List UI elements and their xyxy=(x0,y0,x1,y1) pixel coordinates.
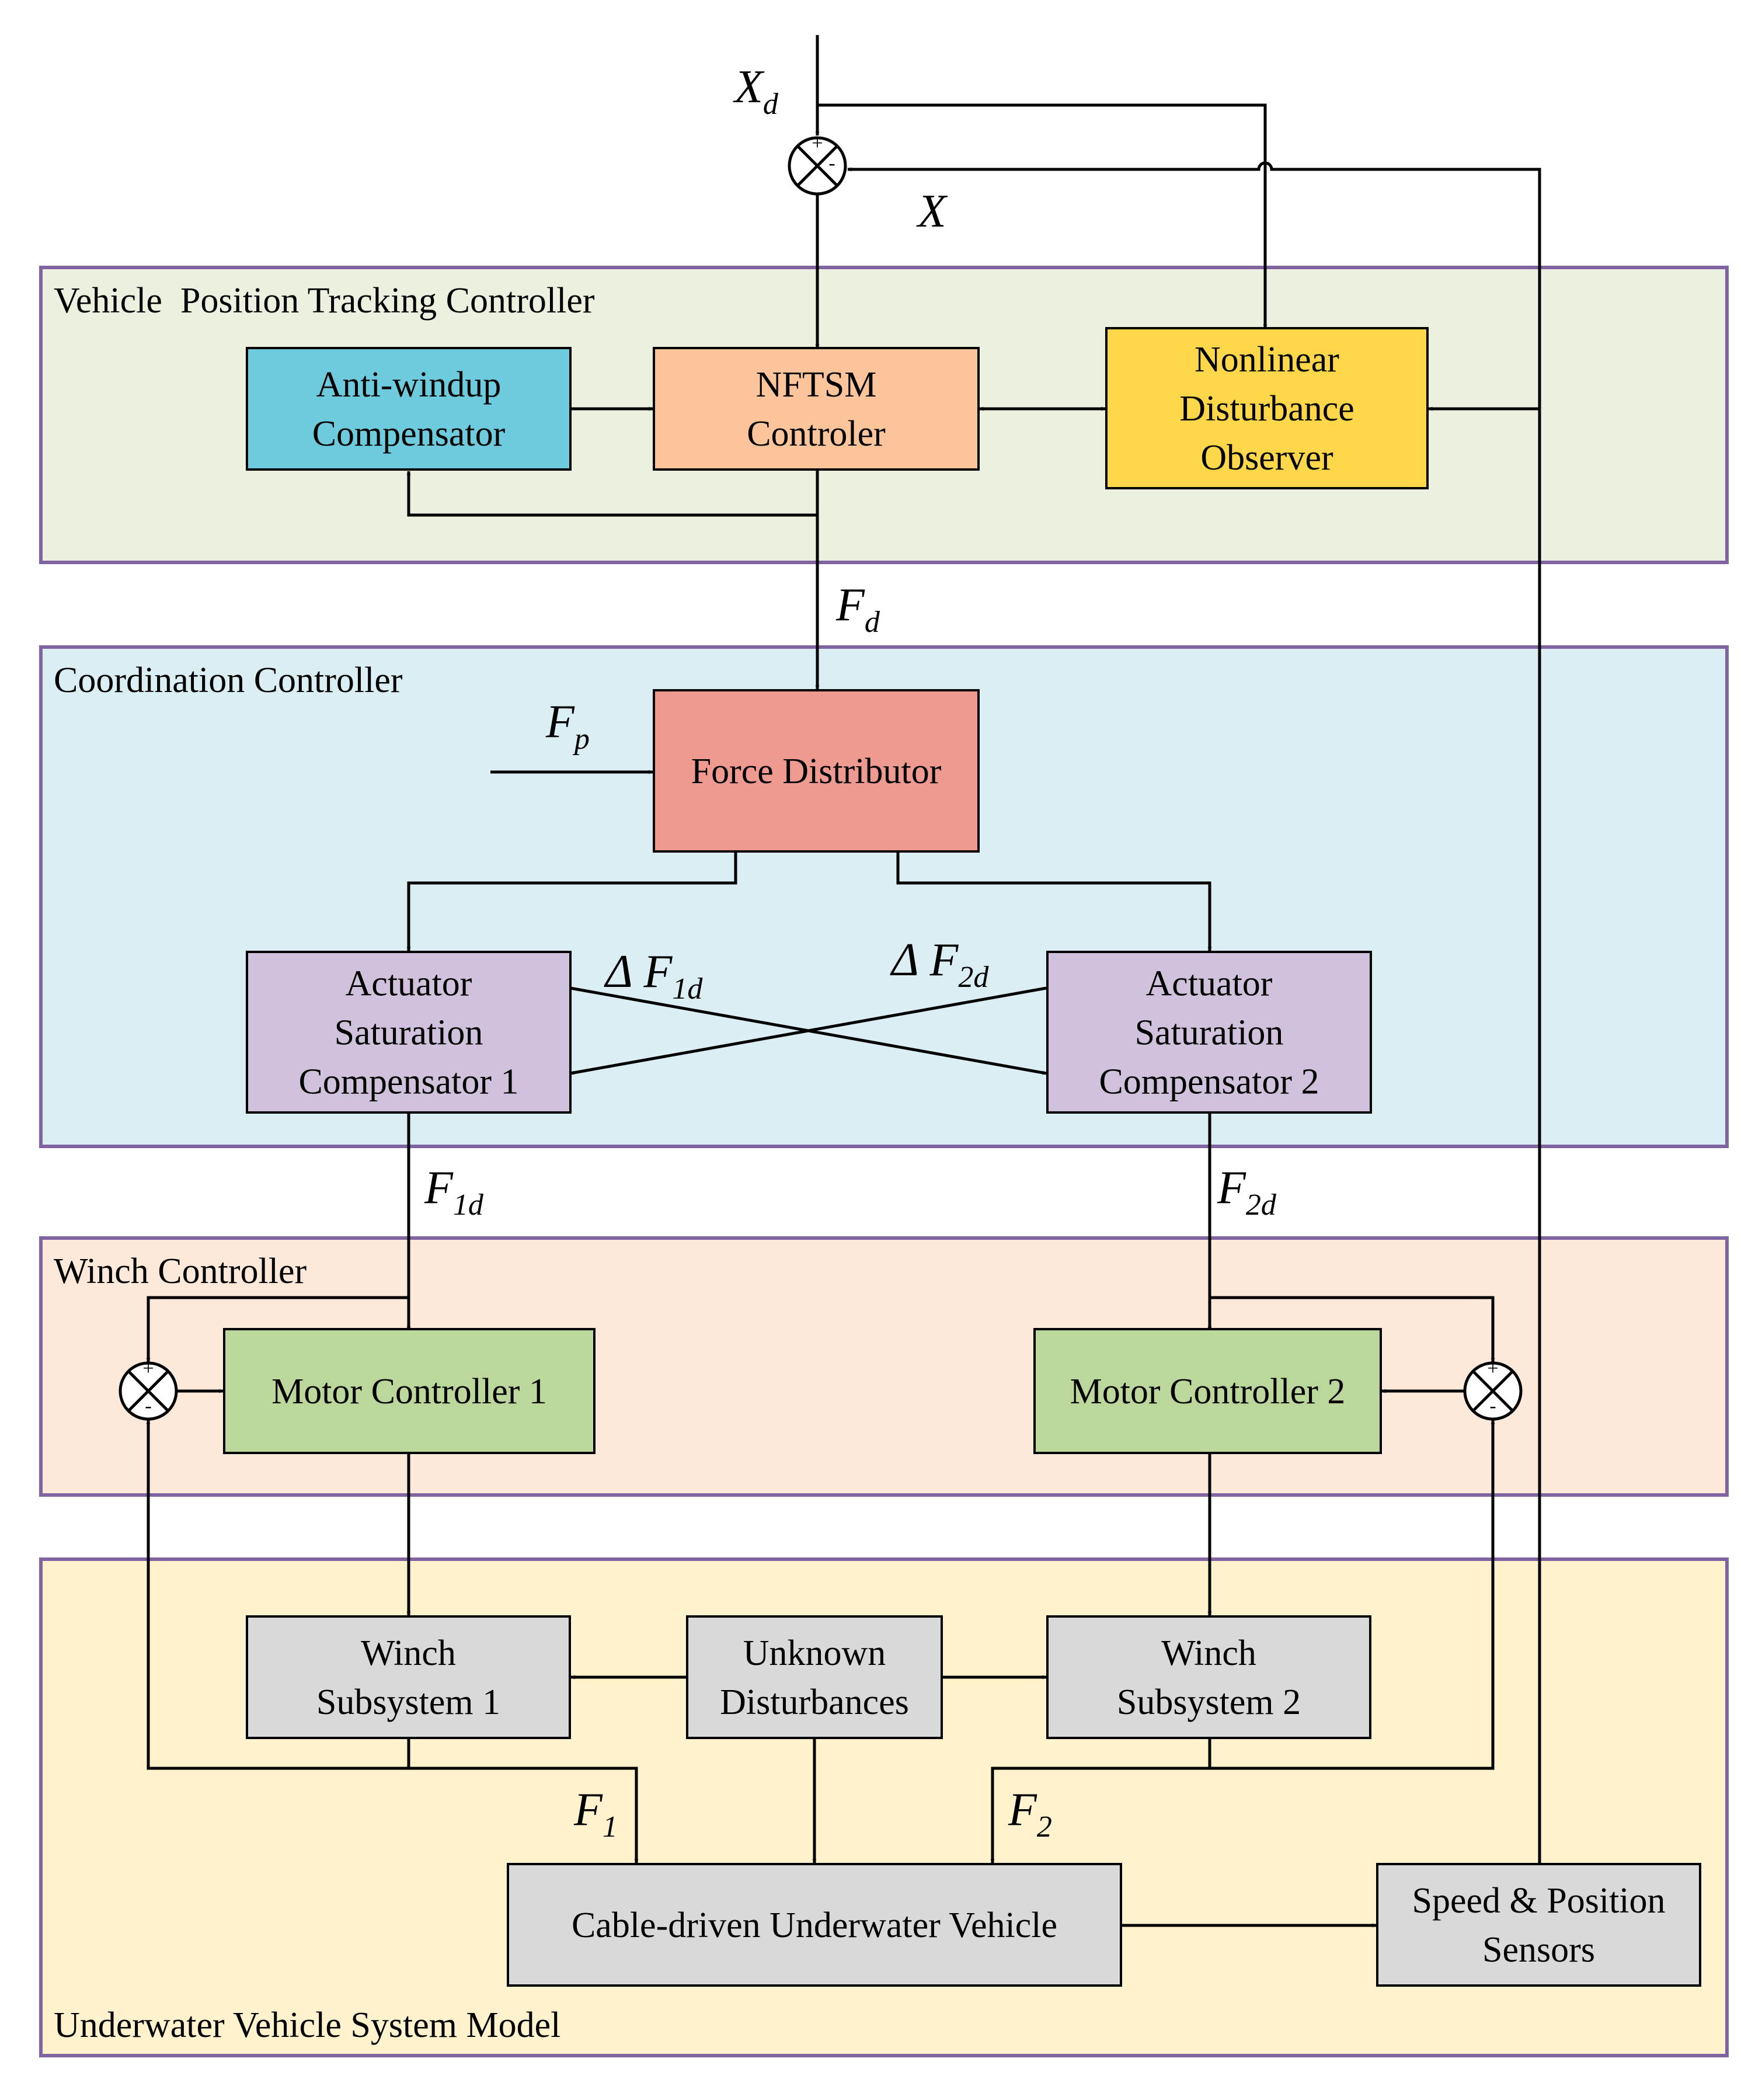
nftsm-label-line-2: Controler xyxy=(747,414,886,454)
signal-labels: Xd X Fd Fp Δ F1d Δ F2d F1d F2d F1 F2 xyxy=(424,61,1277,1844)
summing-junction-top: +- xyxy=(788,133,847,196)
wire-winch1-feedback xyxy=(146,1420,409,1770)
sensors-label-line-1: Speed & Position xyxy=(1412,1881,1665,1921)
summing-sign-b: - xyxy=(145,1395,151,1417)
winch1-label-line-2: Subsystem 1 xyxy=(316,1682,500,1722)
summing-cross-2 xyxy=(796,145,838,187)
summing-sign-b: - xyxy=(828,152,835,174)
signal-fd-label: Fd xyxy=(835,579,880,639)
sensors-box xyxy=(1376,1863,1701,1987)
actuator1-label-line-1: Actuator xyxy=(346,964,472,1004)
disturbances-label-line-1: Unknown xyxy=(743,1633,886,1673)
force-distributor-block: Force Distributor xyxy=(653,689,980,853)
actuator2-label-line-2: Saturation xyxy=(1135,1013,1284,1053)
anti-windup-box xyxy=(246,347,572,471)
motor-controller-2-block: Motor Controller 2 xyxy=(1033,1328,1382,1454)
actuator2-box xyxy=(1046,951,1372,1114)
wire-distributor-to-actuator1 xyxy=(406,851,737,951)
signal-delta-f1d-label: Δ F1d xyxy=(604,946,703,1006)
actuator1-box xyxy=(246,951,572,1114)
winch2-label-line-1: Winch xyxy=(1161,1633,1256,1673)
observer-label-line-2: Disturbance xyxy=(1179,389,1354,429)
winch1-label-line-1: Winch xyxy=(361,1633,456,1673)
wire-f1d-to-sum1 xyxy=(146,1296,409,1362)
wire-winch2-feedback xyxy=(1210,1420,1495,1770)
actuator1-label-line-2: Saturation xyxy=(335,1013,483,1053)
signal-f2d-label: F2d xyxy=(1217,1162,1277,1222)
motor1-label-line-1: Motor Controller 1 xyxy=(271,1372,547,1411)
disturbances-box xyxy=(686,1615,943,1739)
region-coordination-label: Coordination Controller xyxy=(54,660,403,700)
signal-wires xyxy=(146,35,1541,1928)
nftsm-box xyxy=(653,347,980,471)
wire-f1 xyxy=(407,1738,639,1863)
wire-delta-f2d xyxy=(570,986,1047,1075)
summing-cross-2 xyxy=(127,1370,169,1412)
vehicle-label-line-1: Cable-driven Underwater Vehicle xyxy=(572,1906,1057,1945)
actuator1-label-line-3: Compensator 1 xyxy=(298,1062,518,1102)
observer-label-line-1: Nonlinear xyxy=(1195,340,1339,380)
wire-feedback-x xyxy=(847,161,1541,1869)
summing-sign-b: - xyxy=(1489,1395,1496,1417)
motor2-label-line-1: Motor Controller 2 xyxy=(1070,1372,1346,1411)
summing-sign-a: + xyxy=(812,133,823,154)
wire-f2 xyxy=(990,1738,1211,1863)
force-distributor-label-line-1: Force Distributor xyxy=(691,752,942,791)
actuator2-label-line-3: Compensator 2 xyxy=(1099,1062,1319,1102)
observer-label-line-3: Observer xyxy=(1200,438,1333,478)
vehicle-box xyxy=(507,1863,1122,1987)
summing-junction-winch-1: +- xyxy=(119,1358,178,1421)
signal-fp-label: Fp xyxy=(545,696,590,756)
signal-f1d-label: F1d xyxy=(424,1162,484,1222)
motor-controller-1-block: Motor Controller 1 xyxy=(223,1328,596,1454)
summing-sign-a: + xyxy=(1487,1358,1498,1379)
signal-xd-label: Xd xyxy=(733,61,779,121)
winch2-box xyxy=(1046,1615,1371,1739)
anti-windup-label-line-2: Compensator xyxy=(312,414,506,454)
summing-sign-a: + xyxy=(142,1358,154,1379)
region-vehicle-label: Vehicle Position Tracking Controller xyxy=(54,281,595,321)
motor2-box xyxy=(1033,1328,1382,1454)
force-distributor-box xyxy=(653,689,980,853)
observer-box xyxy=(1105,327,1429,489)
wire-distributor-to-actuator2 xyxy=(896,851,1212,951)
anti-windup-label-line-1: Anti-windup xyxy=(316,365,502,405)
summing-junctions: +- +- +- xyxy=(119,133,1523,1421)
summing-junction-winch-2: +- xyxy=(1463,1358,1523,1421)
region-winch-label: Winch Controller xyxy=(54,1251,307,1291)
signal-delta-f2d-label: Δ F2d xyxy=(890,934,989,994)
motor1-box xyxy=(223,1328,596,1454)
signal-f1-label: F1 xyxy=(573,1784,618,1844)
summing-cross-2 xyxy=(1472,1370,1514,1412)
wire-xd-to-observer xyxy=(817,103,1267,329)
disturbances-label-line-2: Disturbances xyxy=(720,1682,909,1722)
nftsm-controller-block: NFTSM Controler xyxy=(653,347,980,471)
signal-f2-label: F2 xyxy=(1008,1784,1052,1844)
wire-f2d-to-sum2 xyxy=(1210,1296,1495,1362)
winch1-box xyxy=(246,1615,571,1739)
sensors-label-line-2: Sensors xyxy=(1482,1930,1595,1970)
region-underwater-label: Underwater Vehicle System Model xyxy=(54,2005,560,2045)
actuator2-label-line-1: Actuator xyxy=(1146,964,1273,1004)
signal-x-label: X xyxy=(916,186,948,237)
nftsm-label-line-1: NFTSM xyxy=(756,365,877,405)
cable-driven-underwater-vehicle-block: Cable-driven Underwater Vehicle xyxy=(507,1863,1122,1987)
winch2-label-line-2: Subsystem 2 xyxy=(1117,1682,1301,1722)
